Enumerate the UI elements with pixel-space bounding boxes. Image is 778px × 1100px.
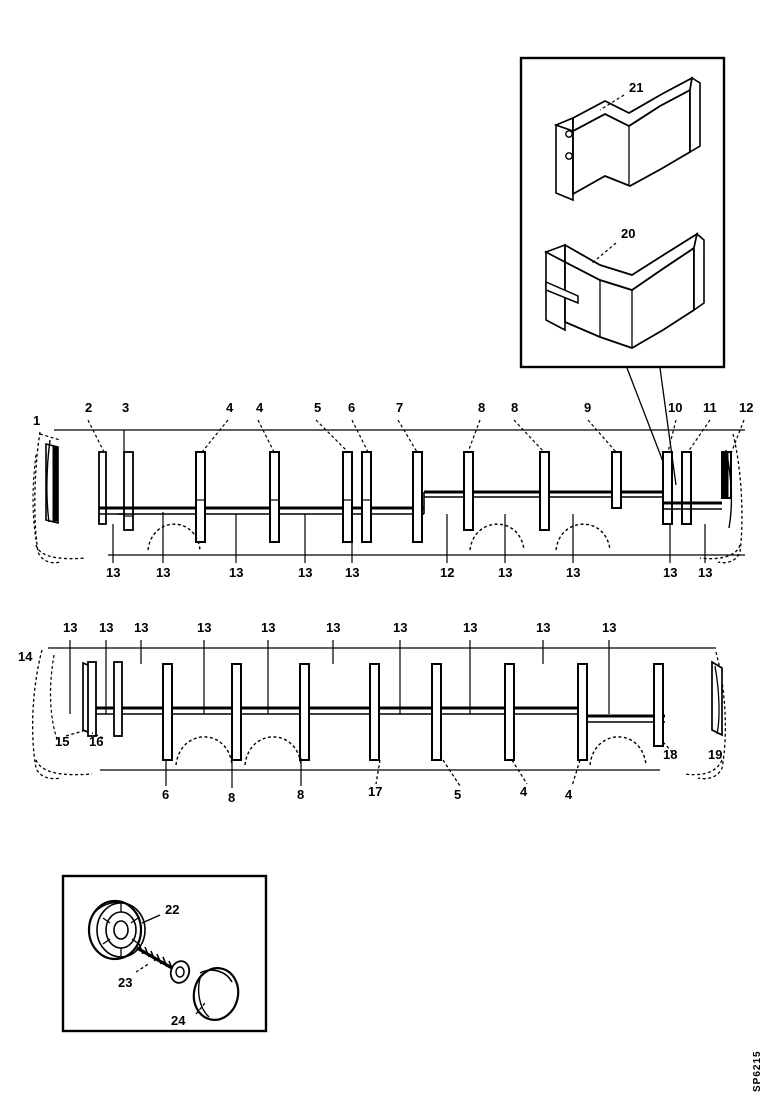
callout-lower-b4a: 4 [520, 784, 528, 799]
callout-lower-t13-5: 13 [261, 620, 276, 635]
callout-lower-t13-7: 13 [393, 620, 408, 635]
callout-lower-t13-6: 13 [326, 620, 341, 635]
callout-lower-t13-10: 13 [602, 620, 617, 635]
callout-upper-b13-7: 13 [566, 565, 581, 580]
wheel-inset-border [61, 874, 268, 1033]
callout-lower-b17: 17 [368, 784, 383, 799]
callout-lower-b5: 5 [454, 787, 462, 802]
callout-lower-16: 16 [89, 734, 104, 749]
callout-lower-b4b: 4 [565, 787, 573, 802]
callout-lower-t13-1: 13 [63, 620, 78, 635]
callout-upper-2: 2 [85, 400, 93, 415]
callout-20: 20 [621, 226, 636, 241]
callout-lower-14: 14 [18, 649, 33, 664]
callout-lower-t13-8: 13 [463, 620, 478, 635]
callout-upper-4b: 4 [256, 400, 264, 415]
callout-lower-18: 18 [663, 747, 678, 762]
callout-22: 22 [165, 902, 180, 917]
callout-24: 24 [171, 1013, 186, 1028]
callout-upper-b13-5: 13 [345, 565, 360, 580]
callout-upper-b13-3: 13 [229, 565, 244, 580]
callout-upper-b13-9: 13 [698, 565, 713, 580]
bracket-20-shape [544, 232, 705, 349]
cap-24-shape [192, 967, 240, 1021]
wheel-22-shape [87, 899, 161, 961]
callout-upper-b13-1: 13 [106, 565, 121, 580]
callout-upper-7: 7 [396, 400, 404, 415]
callout-lower-b6: 6 [162, 787, 170, 802]
callout-upper-4a: 4 [226, 400, 234, 415]
callout-upper-8b: 8 [511, 400, 519, 415]
lower-assembly-outline [31, 640, 727, 788]
callout-upper-6: 6 [348, 400, 356, 415]
callout-lower-t13-2: 13 [99, 620, 114, 635]
callout-lower-t13-4: 13 [197, 620, 212, 635]
callout-upper-b13-8: 13 [663, 565, 678, 580]
callout-lower-t13-3: 13 [134, 620, 149, 635]
bracket-inset-border [519, 56, 726, 369]
callout-upper-b12: 12 [440, 565, 455, 580]
upper-assembly-outline [32, 419, 745, 564]
callout-lower-b8a: 8 [228, 790, 236, 805]
callout-upper-b13-2: 13 [156, 565, 171, 580]
callout-upper-12: 12 [739, 400, 754, 415]
callout-lower-b8b: 8 [297, 787, 305, 802]
callout-upper-1: 1 [33, 413, 41, 428]
callout-lower-19: 19 [708, 747, 723, 762]
callout-upper-b13-4: 13 [298, 565, 313, 580]
callout-upper-11: 11 [703, 400, 717, 415]
callout-upper-5: 5 [314, 400, 322, 415]
callout-21: 21 [629, 80, 644, 95]
callout-upper-9: 9 [584, 400, 592, 415]
callout-upper-3: 3 [122, 400, 130, 415]
callout-upper-b13-6: 13 [498, 565, 513, 580]
callout-upper-10: 10 [668, 400, 683, 415]
callout-23: 23 [118, 975, 133, 990]
bracket-21-shape [553, 76, 701, 202]
drawing-number: SP6215 [752, 1050, 763, 1092]
callout-lower-t13-9: 13 [536, 620, 551, 635]
callout-lower-15: 15 [55, 734, 70, 749]
callout-upper-8a: 8 [478, 400, 486, 415]
bolt-23-shape [135, 943, 191, 984]
